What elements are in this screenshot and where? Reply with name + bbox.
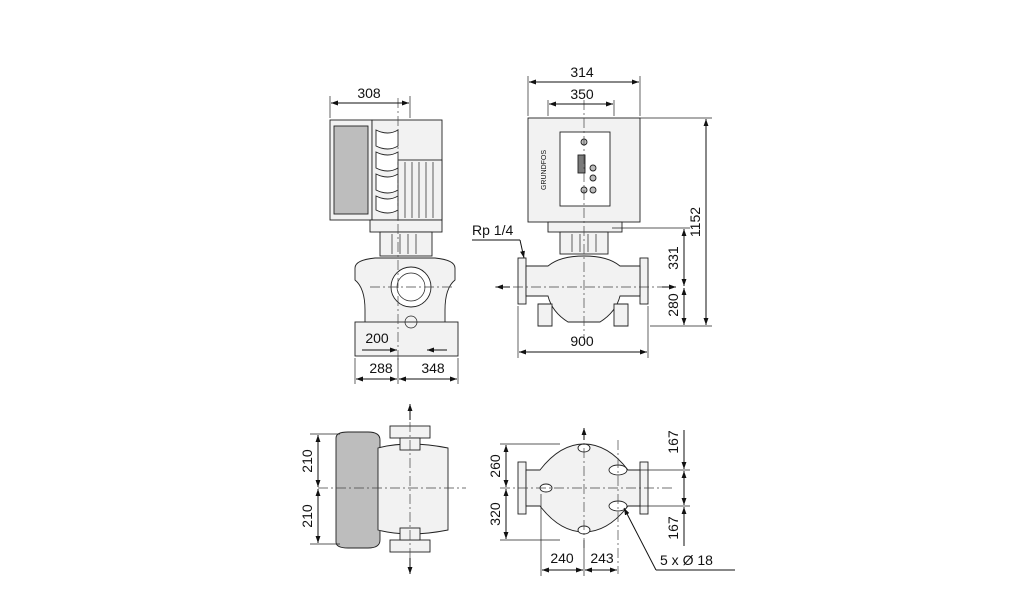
dim-base-260: 260 bbox=[487, 454, 503, 478]
side-view: GRUNDFOS Rp 1/4 314 350 bbox=[472, 64, 712, 358]
top-view: 210 210 bbox=[299, 404, 466, 574]
brand-logo: GRUNDFOS bbox=[541, 150, 548, 190]
dim-top-210-upper: 210 bbox=[299, 449, 315, 473]
holes-note: 5 x Ø 18 bbox=[660, 552, 713, 568]
top-pump-body bbox=[377, 443, 449, 535]
front-view: 308 200 288 348 bbox=[329, 85, 459, 384]
top-control-box bbox=[335, 431, 381, 549]
base-view: 260 320 167 167 240 243 5 x Ø 18 bbox=[487, 428, 735, 576]
dim-front-348: 348 bbox=[421, 360, 445, 376]
dim-front-200: 200 bbox=[365, 330, 389, 346]
dim-base-167-lower: 167 bbox=[665, 516, 681, 540]
dim-side-331: 331 bbox=[665, 246, 681, 270]
dim-side-1152: 1152 bbox=[687, 207, 703, 237]
dim-top-210-lower: 210 bbox=[299, 504, 315, 528]
side-flange-left bbox=[517, 257, 527, 305]
dim-side-280: 280 bbox=[665, 293, 681, 317]
dim-side-900: 900 bbox=[570, 333, 594, 349]
side-pump-body bbox=[525, 255, 641, 323]
dim-front-308: 308 bbox=[357, 85, 381, 101]
dim-base-243: 243 bbox=[590, 550, 614, 566]
port-label: Rp 1/4 bbox=[472, 222, 513, 238]
front-coupling bbox=[379, 231, 433, 257]
dim-base-320: 320 bbox=[487, 502, 503, 526]
dim-base-240: 240 bbox=[550, 550, 574, 566]
side-flange-right bbox=[639, 257, 649, 305]
dim-front-288: 288 bbox=[369, 360, 393, 376]
dim-side-350: 350 bbox=[570, 86, 594, 102]
dim-side-314: 314 bbox=[570, 64, 594, 80]
dim-base-167-upper: 167 bbox=[665, 430, 681, 454]
